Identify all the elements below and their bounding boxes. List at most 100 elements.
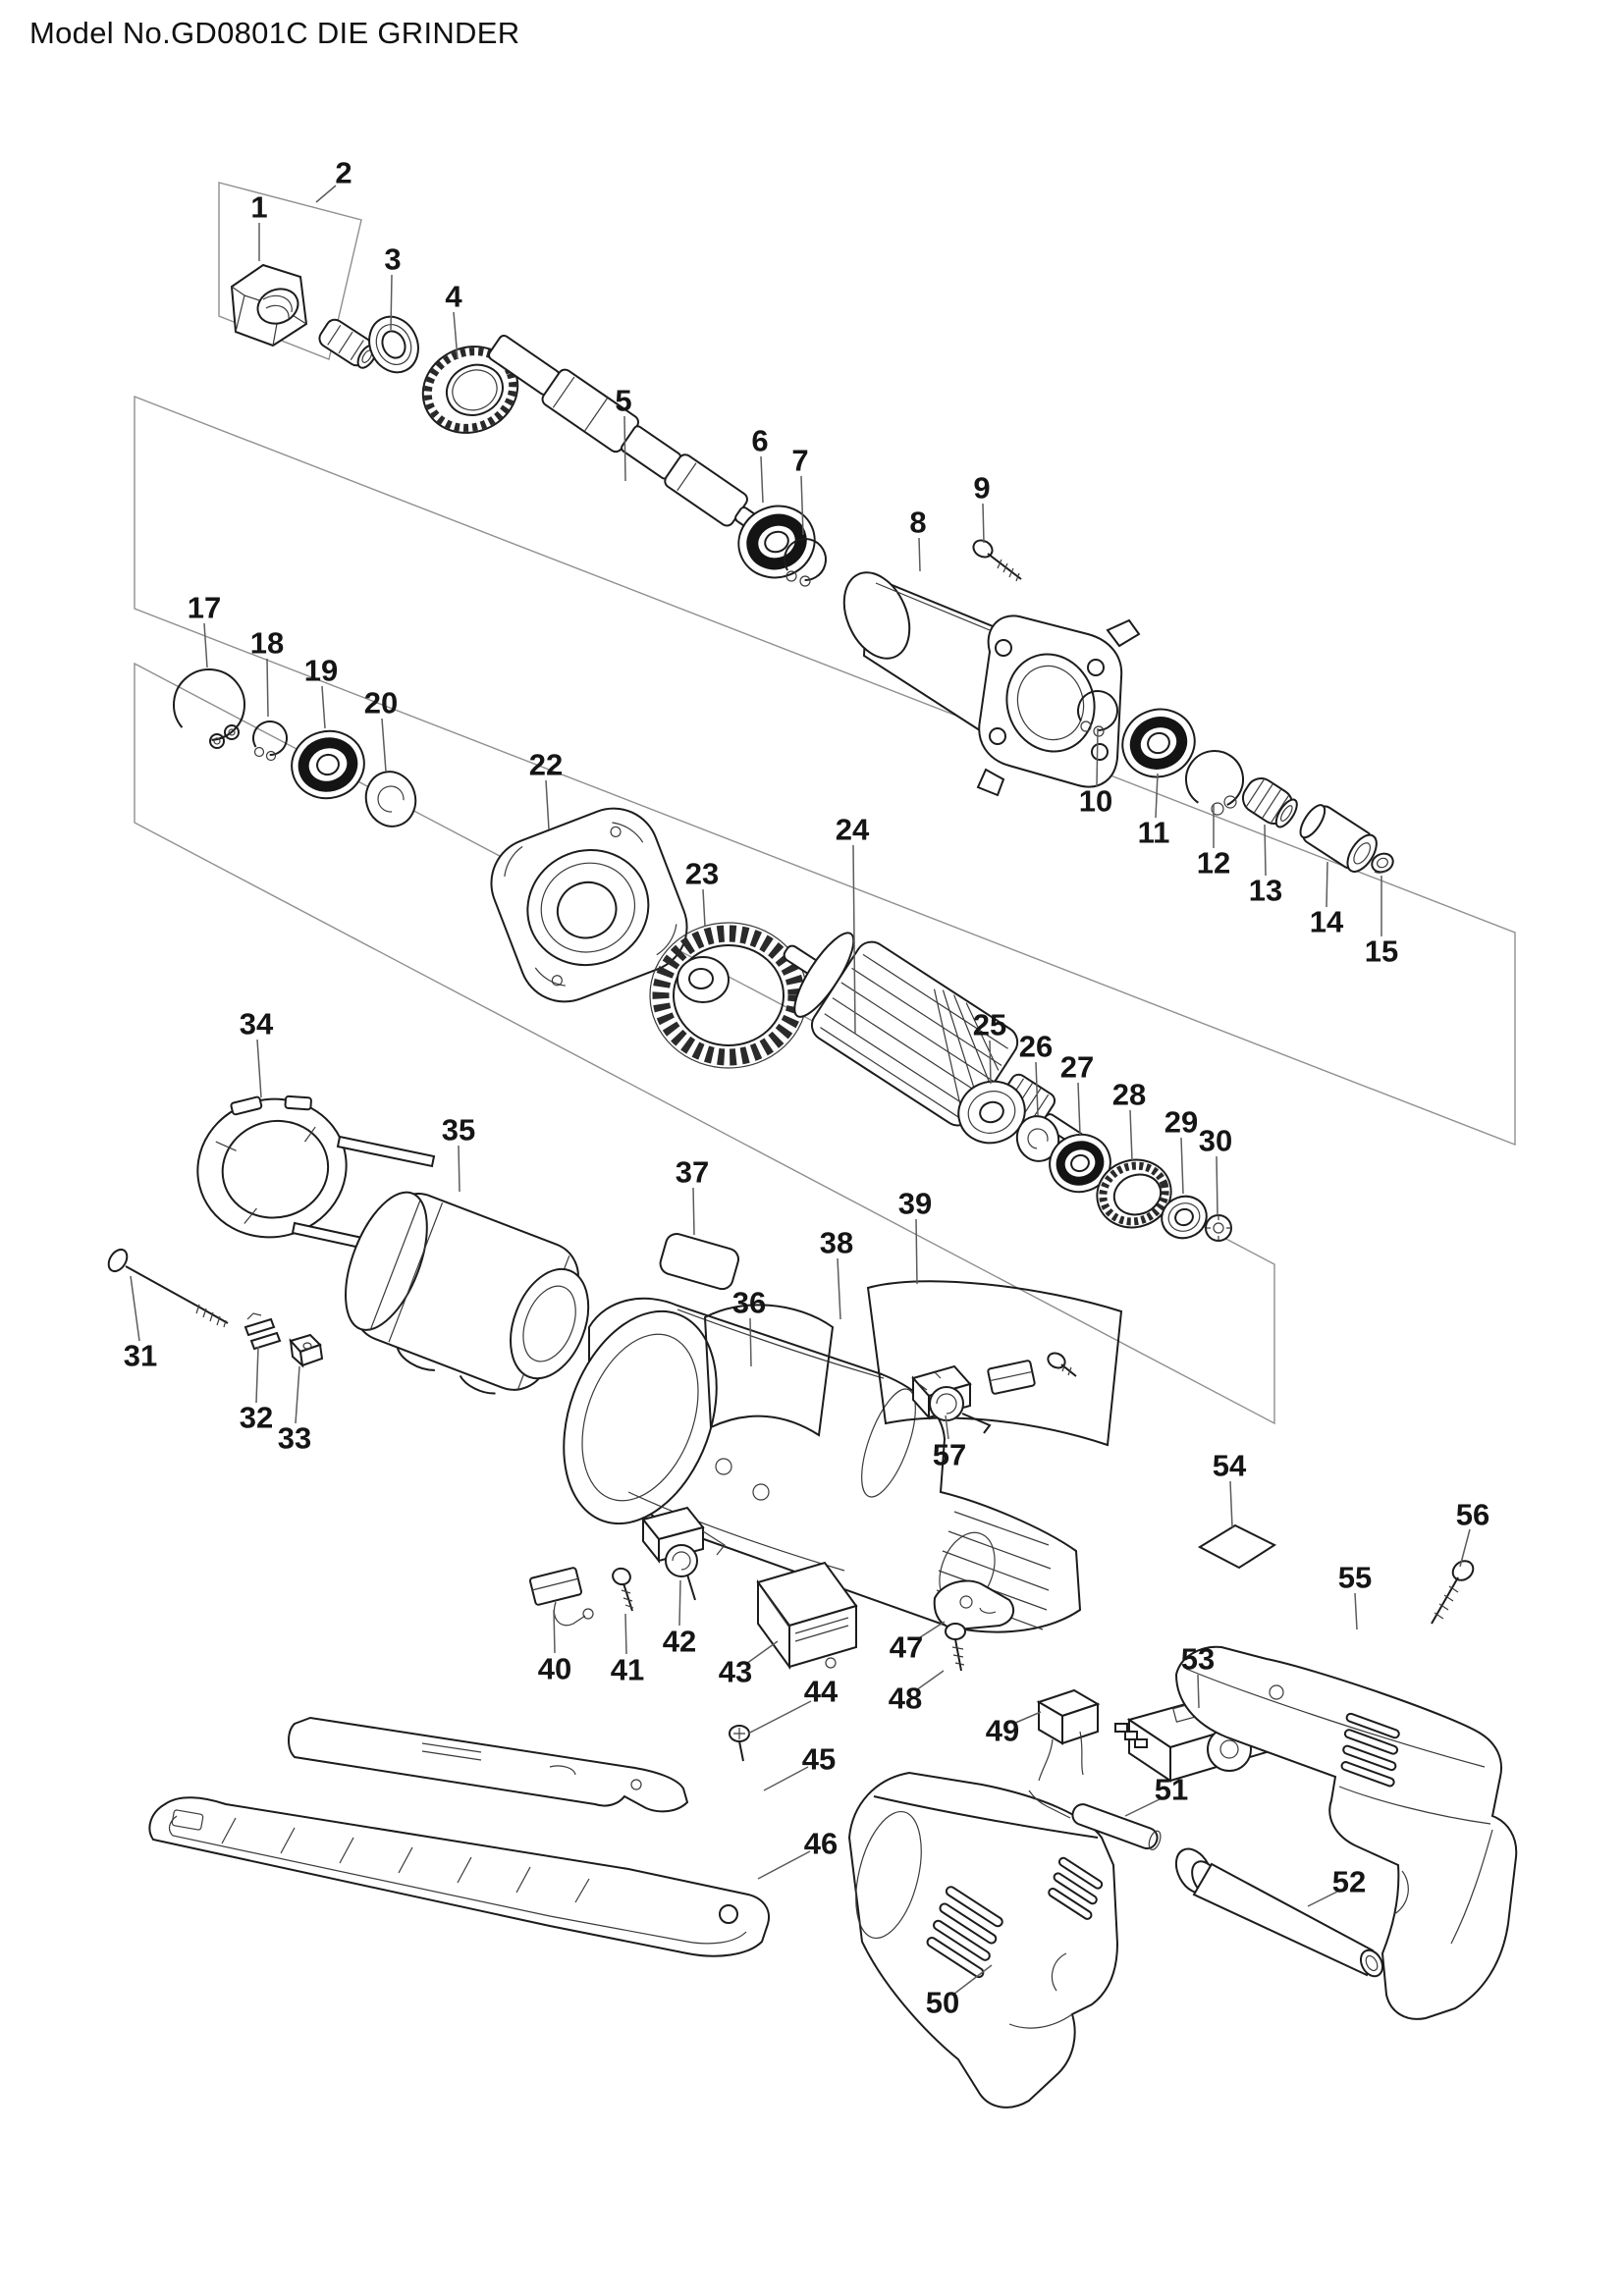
part-label-15: 15: [1365, 934, 1398, 969]
part-label-56: 56: [1456, 1498, 1489, 1532]
part-label-48: 48: [889, 1682, 922, 1716]
part-38-label: [703, 1304, 835, 1437]
part-label-28: 28: [1112, 1078, 1146, 1112]
part-label-2: 2: [335, 156, 352, 190]
part-25-flanged-washer: [957, 1080, 1026, 1145]
part-34-baffle-ring: [196, 1095, 436, 1255]
part-41-screw: [612, 1567, 634, 1612]
part-label-40: 40: [538, 1652, 571, 1686]
part-label-22: 22: [529, 748, 563, 782]
part-leader-11: [1155, 773, 1159, 819]
part-leader-22: [545, 779, 550, 830]
part-9-screw: [972, 539, 1022, 582]
part-leader-40: [553, 1609, 556, 1654]
part-35-field-stator: [345, 1191, 590, 1395]
part-label-57: 57: [933, 1438, 966, 1472]
part-leader-28: [1129, 1109, 1133, 1161]
part-leader-32: [255, 1346, 259, 1404]
part-leader-41: [624, 1613, 627, 1655]
part-1-collet-nut: [230, 263, 378, 369]
part-leader-18: [266, 658, 269, 718]
part-leader-48: [915, 1670, 945, 1691]
part-label-53: 53: [1181, 1642, 1215, 1677]
part-leader-29: [1180, 1137, 1184, 1195]
part-leader-25: [989, 1040, 992, 1085]
part-leader-27: [1077, 1082, 1081, 1136]
part-shapes: [107, 263, 1518, 2109]
part-3-washer: [368, 315, 419, 374]
part-label-9: 9: [973, 471, 990, 506]
part-42-brush-holder: [641, 1506, 726, 1601]
part-36-motor-housing: [563, 1297, 1082, 1633]
part-leader-34: [256, 1039, 262, 1098]
part-leader-31: [130, 1275, 140, 1342]
part-56-screw: [1431, 1560, 1475, 1625]
part-label-41: 41: [611, 1653, 644, 1687]
part-label-46: 46: [804, 1827, 838, 1861]
part-label-31: 31: [124, 1339, 157, 1373]
part-label-13: 13: [1249, 874, 1282, 908]
part-18-retaining-ring: [252, 721, 288, 762]
part-leader-37: [692, 1187, 695, 1236]
part-label-49: 49: [986, 1714, 1019, 1748]
part-leader-17: [203, 622, 208, 668]
part-46-base: [148, 1796, 770, 1957]
part-40-carbon-brush: [528, 1567, 594, 1627]
part-label-44: 44: [804, 1675, 839, 1709]
part-label-38: 38: [820, 1226, 853, 1260]
part-leader-50: [953, 1964, 993, 1995]
part-14-sleeve: [1299, 804, 1378, 873]
part-label-8: 8: [909, 506, 926, 540]
part-leader-7: [800, 475, 804, 536]
part-label-35: 35: [442, 1113, 475, 1148]
part-leader-9: [982, 503, 985, 544]
part-label-51: 51: [1155, 1773, 1188, 1807]
part-label-55: 55: [1338, 1561, 1372, 1595]
part-label-14: 14: [1310, 905, 1344, 939]
part-leader-35: [458, 1145, 460, 1193]
part-leader-4: [453, 311, 459, 360]
part-23-bevel-gear: [649, 922, 808, 1069]
part-52-cord-guard: [1174, 1847, 1384, 1978]
part-leader-6: [760, 455, 764, 504]
part-49-capacitor: [1036, 1688, 1101, 1782]
part-label-3: 3: [384, 242, 401, 277]
part-label-12: 12: [1197, 846, 1230, 881]
part-leader-14: [1326, 861, 1328, 908]
part-leader-2: [315, 185, 337, 203]
part-leader-45: [763, 1766, 809, 1791]
part-label-19: 19: [304, 654, 338, 688]
part-26-washer: [1015, 1115, 1060, 1162]
part-17-retaining-ring: [173, 668, 245, 749]
part-10-retaining-ring: [1077, 690, 1118, 737]
part-leader-57: [945, 1415, 949, 1440]
part-50-rear-housing: [847, 1771, 1119, 2109]
part-leader-24: [852, 844, 856, 1035]
part-leader-43: [745, 1640, 779, 1665]
part-28-labyrinth-ring: [1096, 1158, 1172, 1229]
part-15-plug-screw: [1371, 852, 1394, 874]
part-22-bearing-cover: [490, 807, 688, 1003]
part-leader-49: [1012, 1711, 1042, 1725]
group-box-collet-set: [218, 182, 362, 360]
part-54-label: [1197, 1523, 1277, 1570]
part-leader-39: [915, 1218, 918, 1285]
part-57-brush-holder-assembly: [911, 1364, 992, 1434]
part-label-25: 25: [973, 1008, 1006, 1042]
part-label-29: 29: [1164, 1105, 1198, 1140]
part-leader-54: [1229, 1480, 1233, 1528]
part-label-54: 54: [1213, 1449, 1247, 1483]
part-label-45: 45: [802, 1742, 836, 1777]
part-label-1: 1: [250, 190, 267, 225]
part-label-42: 42: [663, 1625, 696, 1659]
part-label-50: 50: [926, 1986, 959, 2020]
diagram-title: Model No.GD0801C DIE GRINDER: [29, 16, 520, 50]
part-leader-8: [918, 537, 921, 572]
part-48-screw: [945, 1623, 966, 1672]
part-leader-44: [747, 1700, 812, 1735]
part-11-ball-bearing: [1121, 708, 1196, 778]
part-5-spindle: [488, 334, 767, 535]
part-37-name-plate: [659, 1232, 739, 1291]
